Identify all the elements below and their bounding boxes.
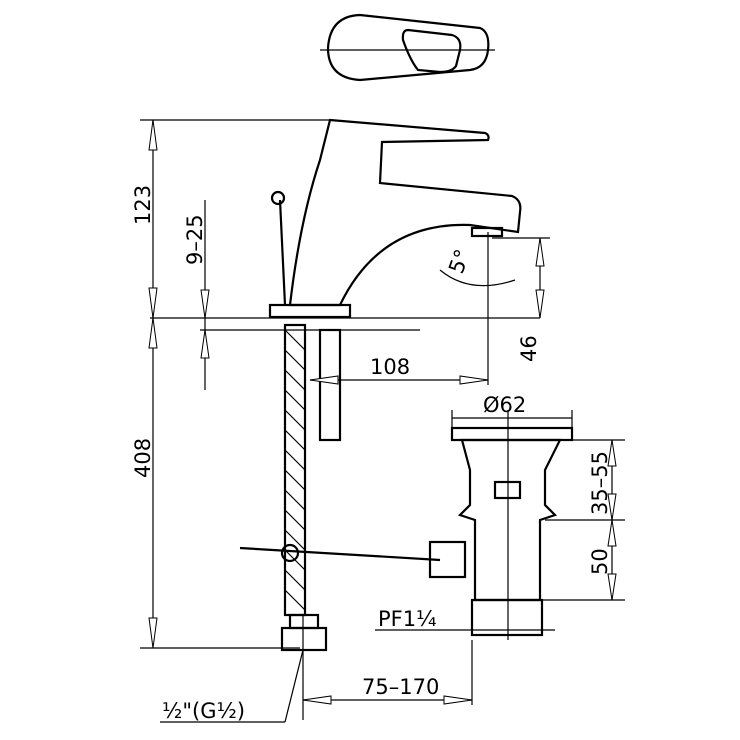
dim-hose-length: 408	[131, 438, 155, 478]
faucet-body	[268, 118, 522, 385]
dim-deck-thickness: 9–25	[183, 214, 207, 265]
dim-spout-height: 46	[517, 335, 541, 362]
dim-height-top: 123	[131, 185, 155, 225]
dim-rod-distance: 75–170	[362, 675, 439, 699]
drain-assembly	[450, 410, 574, 640]
dim-hose-thread: ½"(G½)	[162, 699, 245, 723]
popup-rod	[239, 540, 467, 579]
dim-drain-thread: PF1¼	[378, 607, 436, 631]
supply-hoses	[280, 323, 342, 720]
dimension-lines	[140, 119, 625, 723]
handle-top-view	[320, 13, 495, 82]
dim-drain-body: 50	[588, 548, 612, 575]
dim-drain-diameter: Ø62	[483, 393, 526, 417]
dim-drain-range: 35–55	[588, 451, 612, 515]
dim-reach: 108	[370, 355, 410, 379]
dim-spout-angle: 5°	[444, 246, 475, 277]
